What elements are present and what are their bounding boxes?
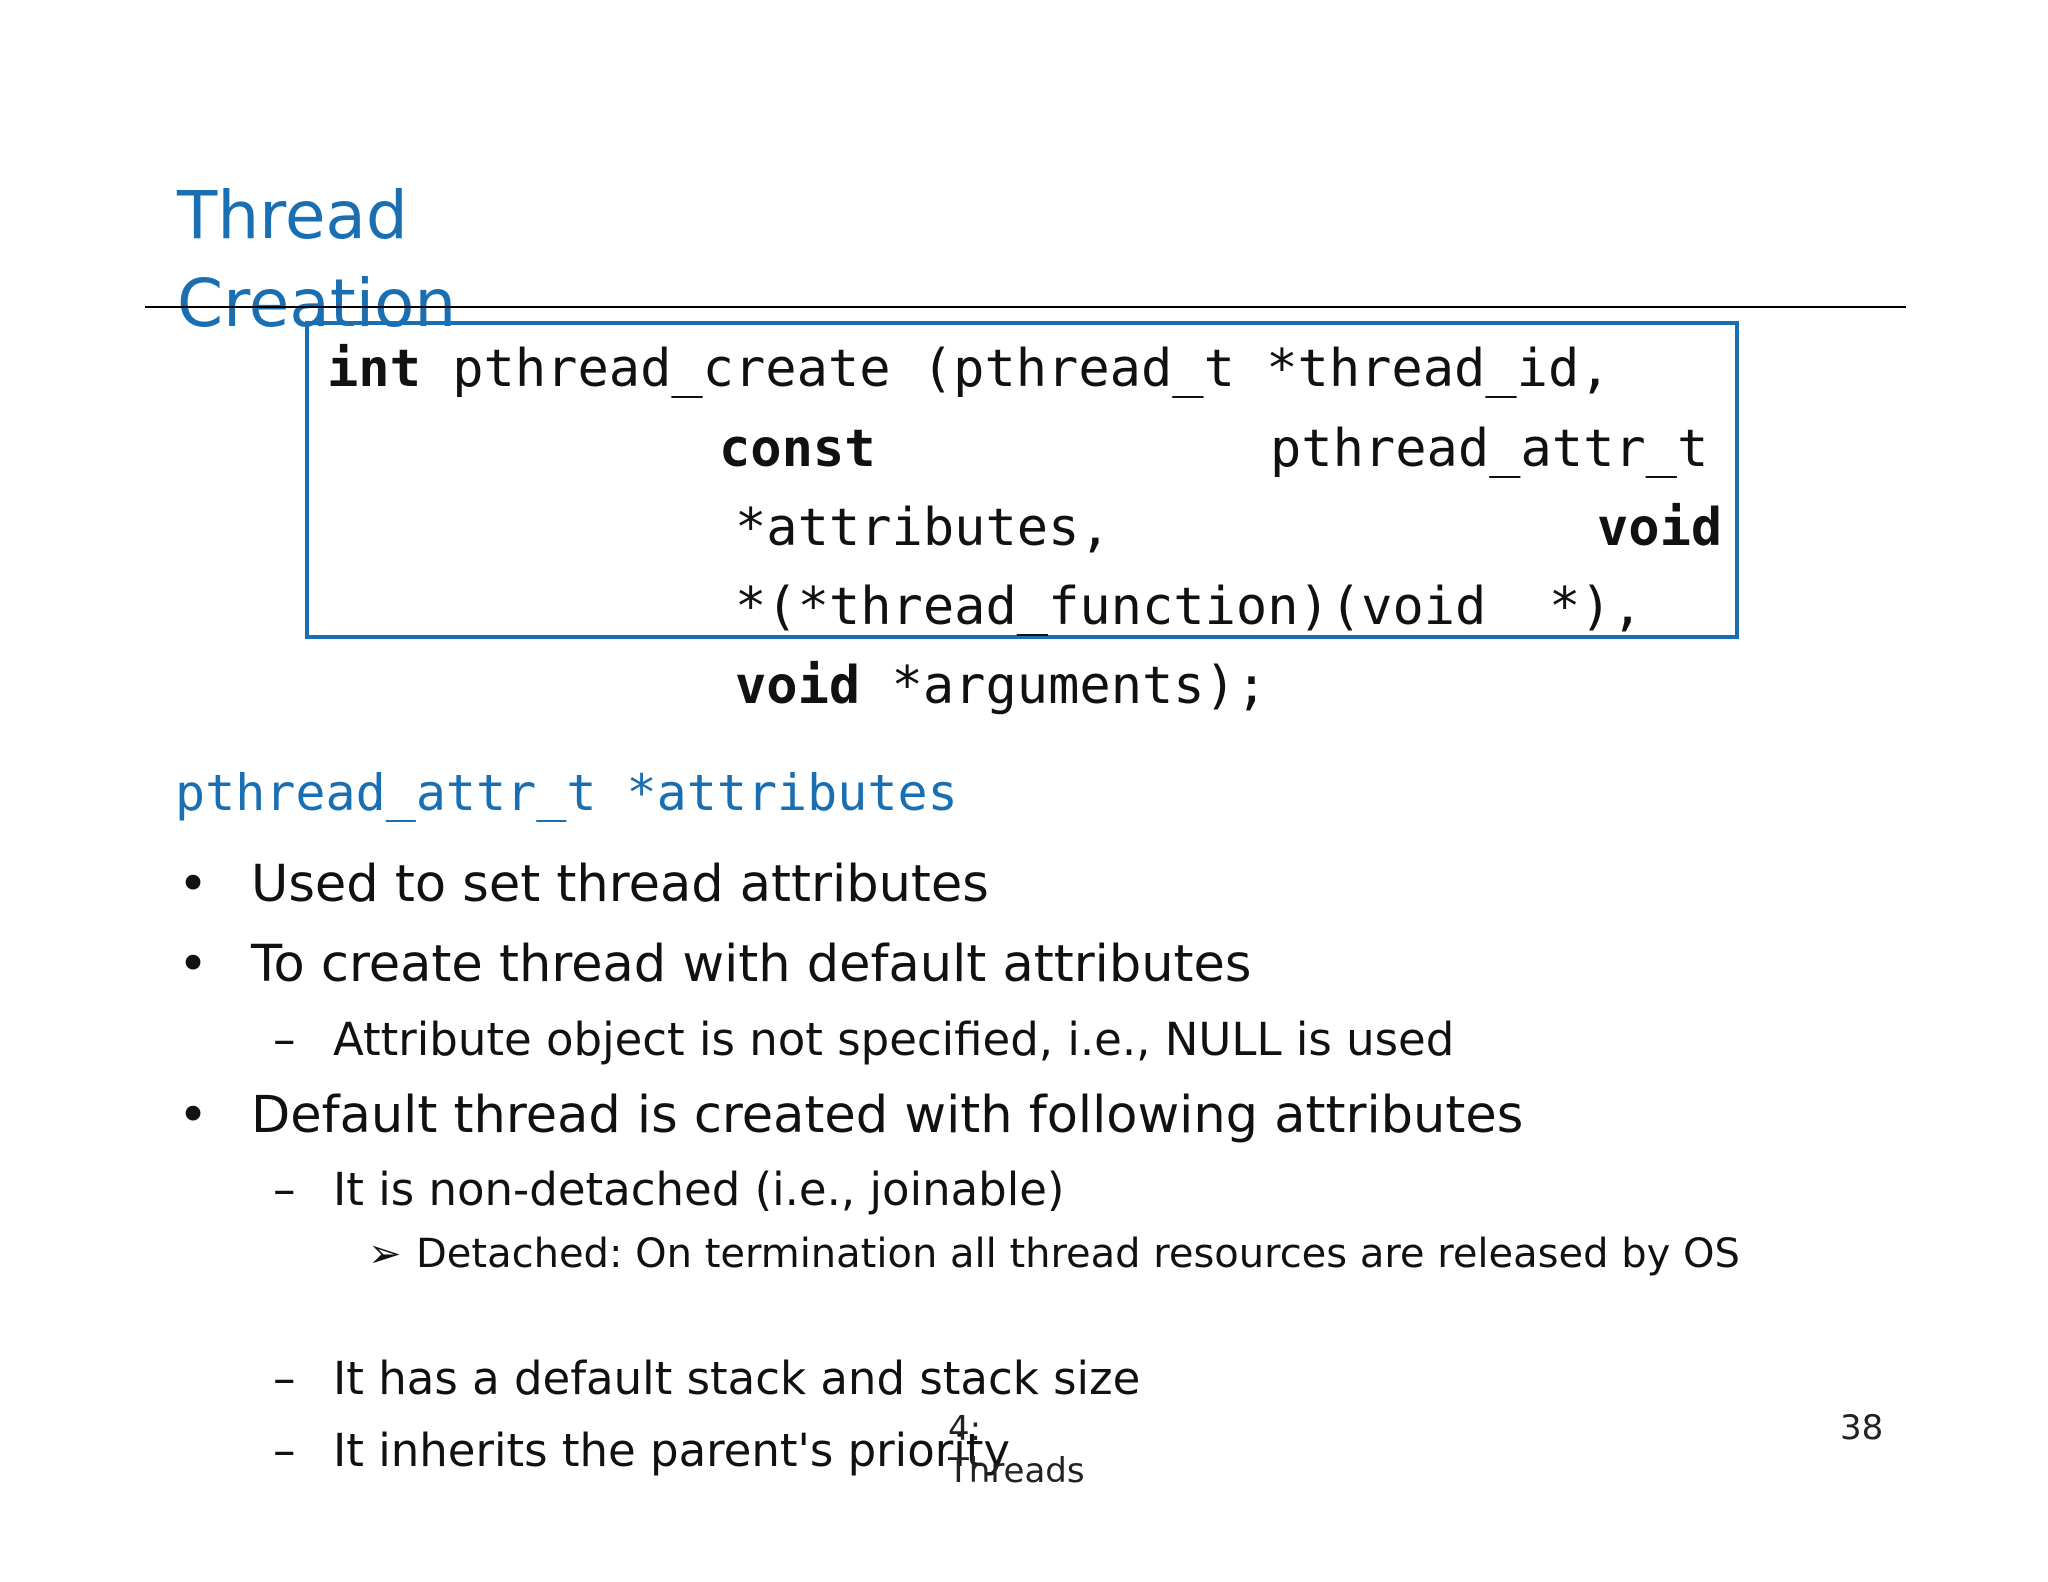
bullet-text: Default thread is created with following… [251,1086,1524,1145]
code-box [305,321,1739,639]
code-text: *arguments); [860,656,1268,716]
arrow-bullet-icon: ➢ [368,1231,402,1277]
sub-bullet-text: Attribute object is not specified, i.e.,… [333,1013,1455,1066]
code-keyword-void: void [735,656,861,716]
code-keyword-void: void [1597,498,1723,558]
code-keyword-const: const [719,419,876,479]
code-line-4: *(*thread_function)(void *), [735,577,1643,637]
footer-chapter: 4: Threads [948,1409,1085,1491]
bullet-marker: • [178,1086,209,1145]
code-text: pthread_create (pthread_t *thread_id, [420,339,1611,399]
code-line-1: int pthread_create (pthread_t *thread_id… [327,338,1611,400]
sub-bullet-text: It inherits the parent's priority [333,1424,1010,1477]
sub-bullet-text: It is non-detached (i.e., joinable) [333,1163,1065,1216]
section-heading: pthread_attr_t *attributes [175,764,958,822]
code-line-2-type: pthread_attr_t [1270,419,1709,479]
bullet-text: To create thread with default attributes [251,935,1252,994]
code-line-5: void *arguments); [735,655,1267,717]
bullet-text: Used to set thread attributes [251,855,989,914]
slide-title: Thread Creation [177,177,457,342]
sub-bullet-text: It has a default stack and stack size [333,1352,1141,1405]
code-line-3-keyword: void [1597,497,1722,559]
bullet-marker: • [178,935,209,994]
title-divider [145,306,1906,308]
page-number: 38 [1840,1408,1884,1448]
code-keyword-int: int [327,339,421,399]
dash-marker: – [273,1013,296,1066]
sub-sub-bullet-text: Detached: On termination all thread reso… [416,1231,1740,1277]
dash-marker: – [273,1163,296,1216]
bullet-marker: • [178,855,209,914]
code-line-3-param: *attributes, [735,498,1111,558]
dash-marker: – [273,1424,296,1477]
dash-marker: – [273,1352,296,1405]
code-line-2-keyword: const [719,418,876,480]
